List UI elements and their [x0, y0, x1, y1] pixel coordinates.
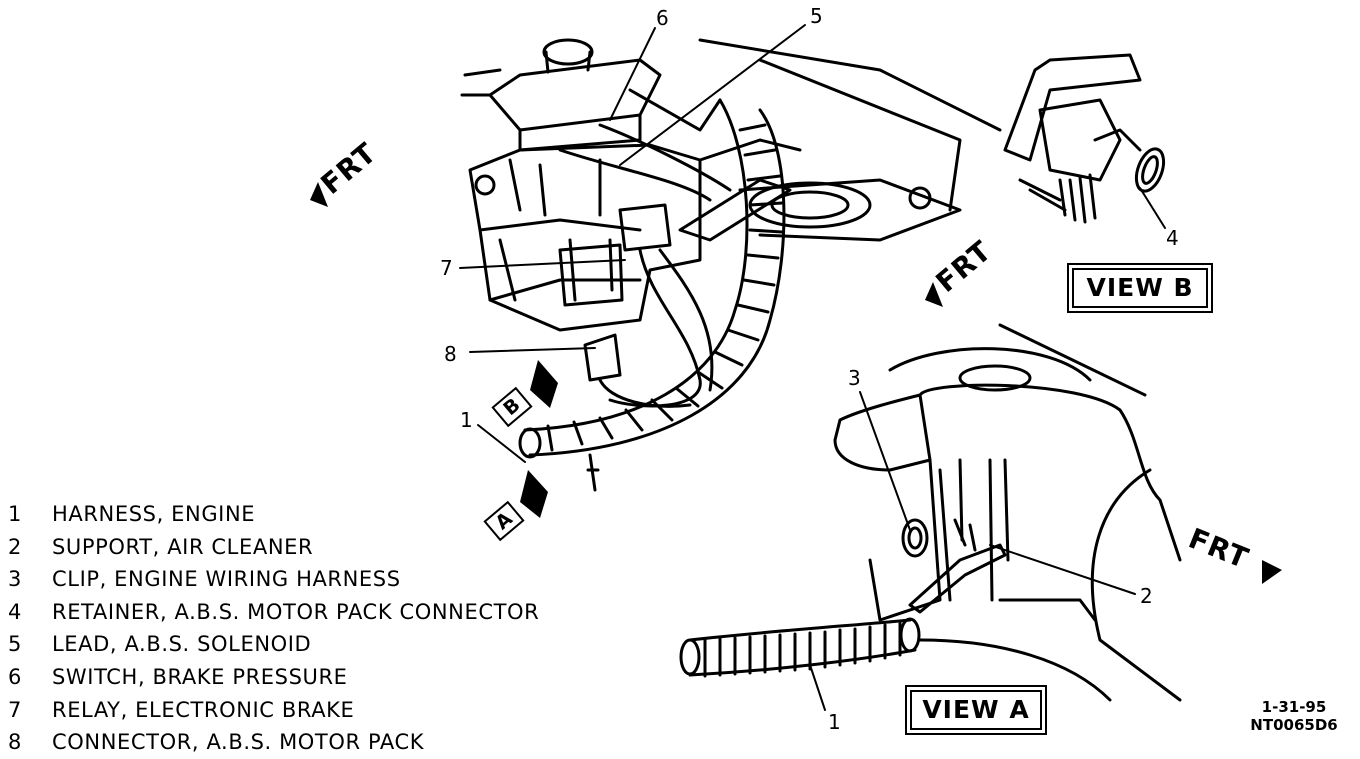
- callout-5: 5: [810, 4, 823, 28]
- frt-arrow-main: [310, 182, 328, 207]
- view-a-drawing: [679, 323, 1182, 702]
- callout-6: 6: [656, 6, 669, 30]
- callout-1: 1: [460, 408, 473, 432]
- view-b-drawing: [1003, 53, 1166, 224]
- callout-7: 7: [440, 256, 453, 280]
- view-b-label: VIEW B: [1067, 263, 1213, 313]
- main-engine-view: [460, 38, 1002, 492]
- callout-1-view-a: 1: [828, 710, 841, 734]
- view-a-label: VIEW A: [905, 685, 1047, 735]
- leader-lines: [459, 24, 1166, 711]
- callout-4: 4: [1166, 226, 1179, 250]
- figure-code: 1-31-95 NT0065D6: [1238, 698, 1350, 734]
- callout-3: 3: [848, 366, 861, 390]
- view-a-arrow: [520, 470, 548, 518]
- figure-id: NT0065D6: [1250, 716, 1338, 734]
- view-b-arrow: [530, 360, 558, 408]
- callout-8: 8: [444, 342, 457, 366]
- figure-date: 1-31-95: [1261, 698, 1327, 716]
- frt-arrow-center: [925, 282, 943, 307]
- callout-2: 2: [1140, 584, 1153, 608]
- frt-arrow-right: [1262, 560, 1282, 584]
